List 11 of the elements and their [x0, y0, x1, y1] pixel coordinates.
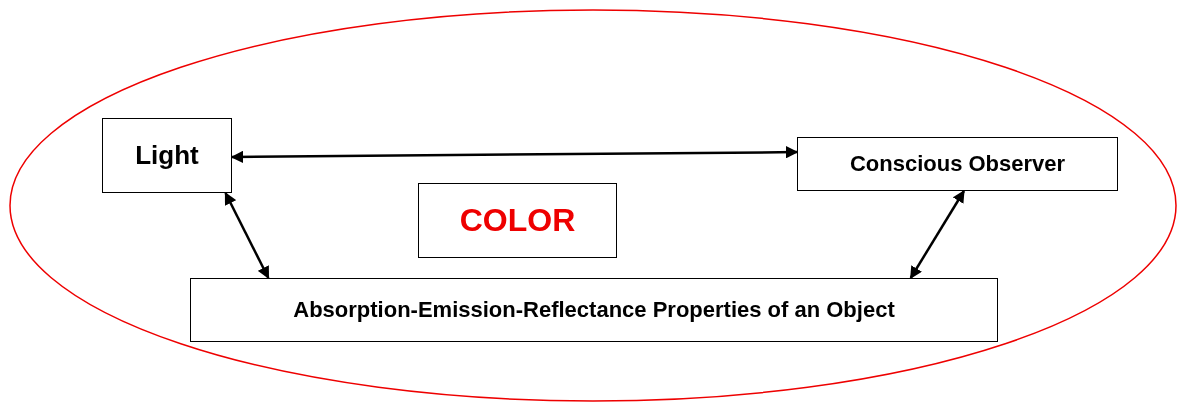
double-arrow [230, 145, 799, 164]
double-arrow [224, 191, 270, 280]
box-label: Light [135, 140, 199, 171]
text-box [797, 137, 1118, 191]
text-box [102, 118, 232, 193]
box-label: Absorption-Emission-Reflectance Properties of an Object [293, 297, 895, 323]
box-label: COLOR [459, 202, 576, 239]
text-box [190, 278, 998, 342]
text-box [418, 183, 617, 258]
box-label: Conscious Observer [849, 151, 1066, 177]
double-arrow [909, 189, 965, 280]
